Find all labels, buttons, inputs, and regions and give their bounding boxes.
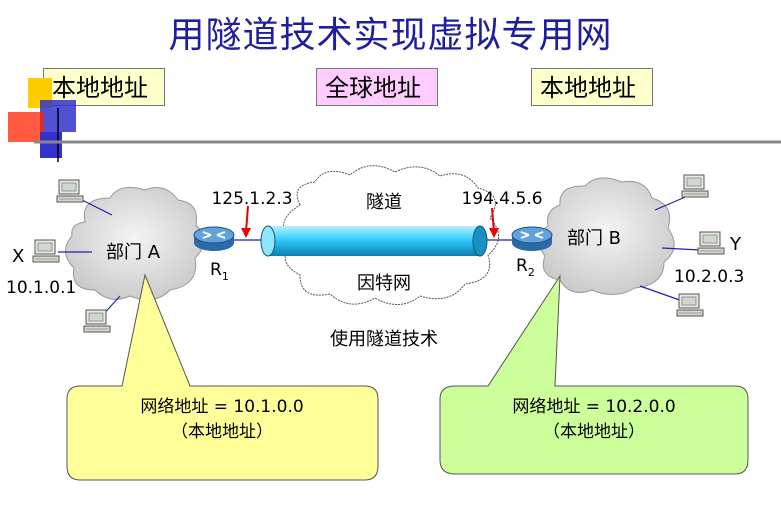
router-icon [193, 226, 235, 252]
local-address-tag-left: 本地地址 [43, 68, 165, 106]
internet-label: 因特网 [357, 273, 411, 294]
global-address-tag: 全球地址 [316, 68, 438, 106]
dept-a-label: 部门 A [106, 242, 161, 263]
pc-icon [676, 293, 704, 317]
tunnel-label: 隧道 [366, 192, 402, 213]
pc-icon [83, 309, 111, 333]
pc-icon [681, 174, 709, 198]
router-icon [511, 226, 553, 252]
pc-y-icon [697, 231, 725, 255]
host-y-address: 10.2.0.3 [674, 267, 744, 287]
local-address-tag-right: 本地地址 [531, 68, 653, 106]
router-2-label: R2 [516, 256, 535, 279]
pc-x-icon [32, 239, 60, 263]
router-2-ip: 194.4.5.6 [461, 189, 542, 209]
tunnel-caption: 使用隧道技术 [330, 329, 438, 350]
tunnel-tube [260, 225, 488, 257]
dept-b-cloud [538, 177, 675, 295]
host-x-address: 10.1.0.1 [6, 278, 76, 298]
router-1-ip: 125.1.2.3 [211, 189, 292, 209]
callout-left [66, 273, 379, 481]
callout-right-line2: （本地地址） [543, 422, 645, 442]
ip-arrows [241, 205, 499, 238]
corner-logo [8, 78, 781, 162]
dept-a-cloud [65, 186, 205, 301]
callout-left-line1: 网络地址 = 10.1.0.0 [140, 397, 303, 417]
pc-icon [56, 179, 84, 203]
host-x-name: X [12, 246, 24, 267]
router-1-label: R1 [210, 260, 229, 283]
callout-left-line2: （本地地址） [171, 422, 273, 442]
page-title: 用隧道技术实现虚拟专用网 [168, 15, 613, 56]
callout-right [439, 274, 749, 475]
callout-right-line1: 网络地址 = 10.2.0.0 [512, 397, 675, 417]
dept-b-label: 部门 B [567, 228, 621, 249]
host-y-name: Y [729, 234, 742, 255]
